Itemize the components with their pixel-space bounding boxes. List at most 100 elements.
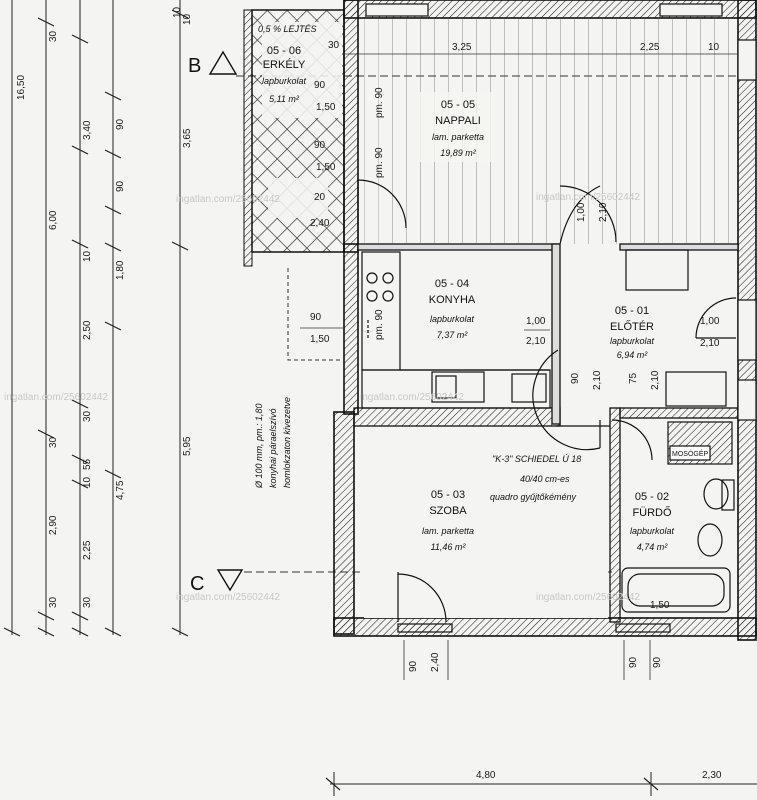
pipe-line-1: Ø 100 mm, pm.: 1,80 (254, 403, 264, 489)
watermark-5: ingatlan.com/25602442 (176, 592, 280, 603)
room-code-konyha: 05 - 04 (435, 278, 469, 290)
dim-left-inner-1: 90 (115, 118, 126, 130)
dim-left-outer-3: 5,95 (182, 436, 193, 456)
dim-left-inner-4: 30 (82, 410, 93, 422)
dim-top-3: 3,25 (452, 42, 472, 53)
watermarks: ingatlan.com/25602442 ingatlan.com/25602… (4, 192, 640, 603)
room-name-konyha: KONYHA (429, 294, 476, 306)
dim-left-inner-9: 30 (82, 596, 93, 608)
dim-left-mid-3: 1,80 (115, 260, 126, 280)
dim-hall-210a: 2,10 (592, 370, 603, 390)
balcony (243, 9, 345, 267)
room-floor-erkely: lapburkolat (262, 76, 307, 86)
bathroom-fixtures: MOSÓGÉP (621, 249, 735, 613)
dim-living-door-b: 2,10 (598, 202, 609, 222)
chimney-line-3: quadro gyűjtőkémény (490, 492, 577, 502)
dim-left-mid-4: 2,50 (82, 320, 93, 340)
balcony-slope-label: 0,5 % LEJTÉS (258, 24, 317, 34)
dim-right-door-b: 2,10 (700, 338, 720, 349)
room-floor-furdo: lapburkolat (630, 526, 675, 536)
dim-living-pm1: pm. 90 (374, 87, 385, 118)
chimney-note: "K-3" SCHIEDEL Ú 18 40/40 cm-es quadro g… (490, 454, 581, 502)
pipe-note: Ø 100 mm, pm.: 1,80 konyhai páraelszívó … (254, 268, 344, 489)
bathtub-icon (621, 567, 731, 613)
pipe-line-2: konyhai páraelszívó (268, 408, 278, 488)
section-b-label: B (188, 55, 201, 77)
washing-machine-label: MOSÓGÉP (672, 449, 709, 458)
room-code-erkely: 05 - 06 (267, 45, 301, 57)
dishwasher-icon (511, 373, 547, 403)
room-area-nappali: 19,89 m² (440, 148, 477, 158)
stove-burner-icon (382, 290, 394, 302)
left-dimension-labels: 16,50 30 6,00 3,40 1,80 2,50 2,90 30 90 … (16, 13, 193, 608)
dim-bal-5: 20 (314, 192, 326, 203)
dim-bottom-1: 4,80 (476, 770, 496, 781)
dim-hall-210b: 2,10 (650, 370, 661, 390)
dim-living-door-a: 1,00 (576, 202, 587, 222)
room-area-eloter: 6,94 m² (617, 350, 649, 360)
stove-burner-icon (382, 272, 394, 284)
sink-icon (431, 371, 485, 403)
dim-bal-6: 2,40 (310, 218, 330, 229)
dim-bal-1: 90 (314, 80, 326, 91)
dim-bottom-2: 2,30 (702, 770, 722, 781)
dim-bottom-door-2: 2,40 (430, 652, 441, 672)
room-name-erkely: ERKÉLY (263, 58, 306, 71)
chimney-line-2: 40/40 cm-es (520, 474, 570, 484)
watermark-6: ingatlan.com/25602442 (536, 592, 640, 603)
dim-kitchen-side-b: 1,50 (310, 334, 330, 345)
dim-living-pm2: pm. 90 (374, 147, 385, 178)
room-floor-szoba: lam. parketta (422, 526, 474, 536)
room-area-konyha: 7,37 m² (437, 330, 469, 340)
windows (365, 3, 757, 421)
dim-left-col4-1: 3,65 (182, 128, 193, 148)
toilet-icon (703, 478, 729, 510)
room-area-furdo: 4,74 m² (637, 542, 669, 552)
dim-left-outer-2: 6,00 (48, 210, 59, 230)
dim-left-mid-2: 3,40 (82, 120, 93, 140)
washbasin-icon (697, 523, 723, 557)
dim-kitchen-door-b: 2,10 (526, 336, 546, 347)
room-konyha: 05 - 04 KONYHA lapburkolat 7,37 m² (429, 278, 476, 340)
dim-bottom-door-4: 90 (652, 656, 663, 668)
dim-top-1: 10 (172, 6, 183, 18)
dim-bal-2: 1,50 (316, 102, 336, 113)
room-furdo: 05 - 02 FÜRDŐ lapburkolat 4,74 m² (630, 491, 675, 552)
room-name-furdo: FÜRDŐ (632, 505, 672, 519)
watermark-2: ingatlan.com/25602442 (536, 192, 640, 203)
dim-hall-75: 75 (628, 372, 639, 384)
dim-left-inner-6: 2,25 (82, 540, 93, 560)
room-code-eloter: 05 - 01 (615, 305, 649, 317)
dim-left-inner-2: 90 (115, 180, 126, 192)
dim-top-2: 30 (328, 40, 340, 51)
room-area-erkely: 5,11 m² (269, 94, 300, 104)
watermark-1: ingatlan.com/25602442 (176, 194, 280, 205)
dim-left-outer-1: 16,50 (16, 75, 27, 100)
dim-top-small: 10 (182, 13, 193, 25)
dim-top-4: 2,25 (640, 42, 660, 53)
watermark-3: ingatlan.com/25602442 (4, 392, 108, 403)
watermark-4: ingatlan.com/25602442 (360, 392, 464, 403)
stove-burner-icon (366, 272, 378, 284)
room-area-szoba: 11,46 m² (431, 542, 467, 552)
dim-kitchen-pm: pm. 90 (374, 309, 385, 340)
dim-hall-90: 90 (570, 372, 581, 384)
dim-kitchen-door-a: 1,00 (526, 316, 546, 327)
room-floor-konyha: lapburkolat (430, 314, 475, 324)
room-szoba: 05 - 03 SZOBA lam. parketta 11,46 m² (422, 489, 474, 552)
dim-left-inner-3: 10 (82, 250, 93, 262)
room-nappali: 05 - 05 NAPPALI lam. parketta 19,89 m² (418, 92, 498, 162)
room-name-nappali: NAPPALI (435, 115, 481, 127)
bedroom-floor (364, 432, 608, 618)
dim-bal-4: 1,50 (316, 162, 336, 173)
dim-right-door-a: 1,00 (700, 316, 720, 327)
dim-left-inner-8: 10 (82, 476, 93, 488)
dim-left-col4-2: 4,75 (115, 480, 126, 500)
room-floor-eloter: lapburkolat (610, 336, 655, 346)
room-code-furdo: 05 - 02 (635, 491, 669, 503)
dim-left-mid-5: 2,90 (48, 515, 59, 535)
room-erkely: 0,5 % LEJTÉS 05 - 06 ERKÉLY lapburkolat … (258, 24, 317, 104)
chimney-line-1: "K-3" SCHIEDEL Ú 18 (492, 454, 581, 464)
interior-walls (353, 243, 739, 623)
